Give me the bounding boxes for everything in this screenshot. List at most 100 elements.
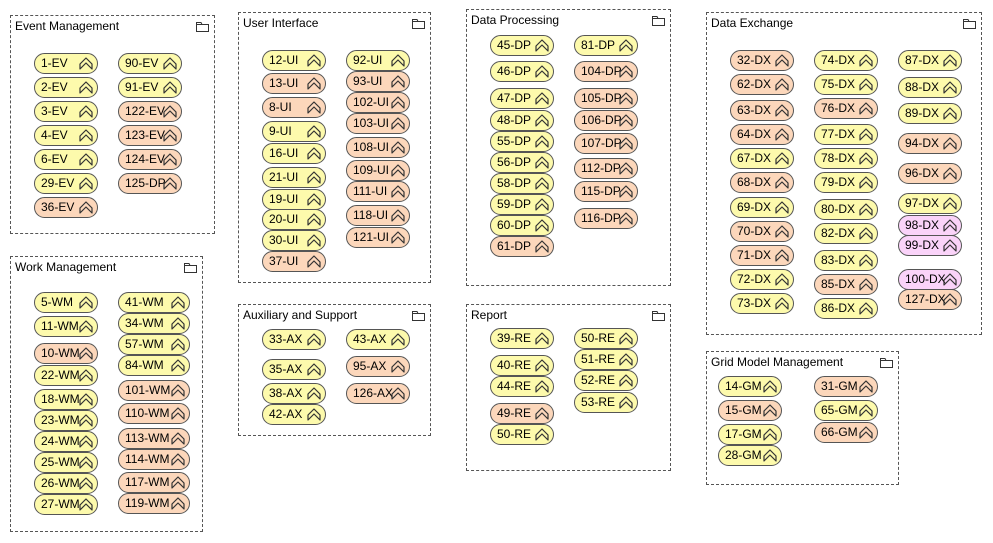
usecase-wm-3[interactable]: 22-WM <box>34 365 98 386</box>
usecase-ev-0[interactable]: 1-EV <box>34 53 98 74</box>
usecase-dx-30[interactable]: 100-DX <box>898 269 962 290</box>
usecase-ev-5[interactable]: 29-EV <box>34 173 98 194</box>
usecase-ev-3[interactable]: 4-EV <box>34 125 98 146</box>
usecase-dx-15[interactable]: 78-DX <box>814 148 878 169</box>
usecase-ax-3[interactable]: 42-AX <box>262 404 326 425</box>
usecase-wm-7[interactable]: 25-WM <box>34 452 98 473</box>
usecase-wm-12[interactable]: 57-WM <box>118 334 190 355</box>
usecase-dx-8[interactable]: 71-DX <box>730 245 794 266</box>
usecase-dp-15[interactable]: 112-DP <box>574 158 638 179</box>
usecase-dx-3[interactable]: 64-DX <box>730 124 794 145</box>
usecase-wm-9[interactable]: 27-WM <box>34 494 98 515</box>
usecase-ev-4[interactable]: 6-EV <box>34 149 98 170</box>
usecase-gm-3[interactable]: 28-GM <box>718 445 782 466</box>
usecase-dx-28[interactable]: 98-DX <box>898 215 962 236</box>
usecase-dp-12[interactable]: 105-DP <box>574 88 638 109</box>
usecase-ui-8[interactable]: 30-UI <box>262 230 326 251</box>
usecase-dx-24[interactable]: 89-DX <box>898 103 962 124</box>
usecase-ax-4[interactable]: 43-AX <box>346 329 410 350</box>
usecase-dx-23[interactable]: 88-DX <box>898 77 962 98</box>
usecase-ax-6[interactable]: 126-AX <box>346 383 410 404</box>
usecase-dx-22[interactable]: 87-DX <box>898 50 962 71</box>
usecase-dx-25[interactable]: 94-DX <box>898 133 962 154</box>
usecase-dx-26[interactable]: 96-DX <box>898 163 962 184</box>
usecase-dp-4[interactable]: 55-DP <box>490 131 554 152</box>
usecase-ev-7[interactable]: 90-EV <box>118 53 182 74</box>
usecase-ui-3[interactable]: 9-UI <box>262 121 326 142</box>
usecase-wm-11[interactable]: 34-WM <box>118 313 190 334</box>
usecase-dx-16[interactable]: 79-DX <box>814 172 878 193</box>
usecase-ui-7[interactable]: 20-UI <box>262 209 326 230</box>
usecase-wm-2[interactable]: 10-WM <box>34 343 98 364</box>
usecase-ui-18[interactable]: 121-UI <box>346 227 410 248</box>
usecase-dx-2[interactable]: 63-DX <box>730 100 794 121</box>
usecase-dx-0[interactable]: 32-DX <box>730 50 794 71</box>
usecase-dx-4[interactable]: 67-DX <box>730 148 794 169</box>
usecase-ev-10[interactable]: 123-EV <box>118 125 182 146</box>
usecase-ui-2[interactable]: 8-UI <box>262 97 326 118</box>
usecase-dx-14[interactable]: 77-DX <box>814 124 878 145</box>
usecase-dp-11[interactable]: 104-DP <box>574 61 638 82</box>
usecase-dx-29[interactable]: 99-DX <box>898 235 962 256</box>
usecase-re-1[interactable]: 40-RE <box>490 355 554 376</box>
usecase-dx-7[interactable]: 70-DX <box>730 221 794 242</box>
usecase-ev-8[interactable]: 91-EV <box>118 77 182 98</box>
usecase-dx-13[interactable]: 76-DX <box>814 98 878 119</box>
usecase-dp-10[interactable]: 81-DP <box>574 35 638 56</box>
usecase-dp-14[interactable]: 107-DP <box>574 133 638 154</box>
usecase-dx-11[interactable]: 74-DX <box>814 50 878 71</box>
usecase-dx-21[interactable]: 86-DX <box>814 298 878 319</box>
usecase-gm-0[interactable]: 14-GM <box>718 376 782 397</box>
usecase-dp-17[interactable]: 116-DP <box>574 208 638 229</box>
usecase-ui-4[interactable]: 16-UI <box>262 143 326 164</box>
usecase-dx-6[interactable]: 69-DX <box>730 197 794 218</box>
usecase-gm-2[interactable]: 17-GM <box>718 424 782 445</box>
usecase-dx-12[interactable]: 75-DX <box>814 74 878 95</box>
usecase-wm-1[interactable]: 11-WM <box>34 316 98 337</box>
usecase-dp-13[interactable]: 106-DP <box>574 110 638 131</box>
usecase-dp-5[interactable]: 56-DP <box>490 152 554 173</box>
usecase-re-4[interactable]: 50-RE <box>574 328 638 349</box>
usecase-ev-6[interactable]: 36-EV <box>34 197 98 218</box>
usecase-ui-14[interactable]: 108-UI <box>346 137 410 158</box>
usecase-gm-4[interactable]: 31-GM <box>814 376 878 397</box>
usecase-dp-16[interactable]: 115-DP <box>574 181 638 202</box>
usecase-wm-14[interactable]: 101-WM <box>118 380 190 401</box>
usecase-ev-12[interactable]: 125-DP <box>118 173 182 194</box>
usecase-dp-2[interactable]: 47-DP <box>490 88 554 109</box>
usecase-wm-0[interactable]: 5-WM <box>34 292 98 313</box>
usecase-wm-18[interactable]: 117-WM <box>118 472 190 493</box>
usecase-dp-7[interactable]: 59-DP <box>490 194 554 215</box>
usecase-dx-5[interactable]: 68-DX <box>730 172 794 193</box>
usecase-ev-1[interactable]: 2-EV <box>34 77 98 98</box>
usecase-dx-10[interactable]: 73-DX <box>730 293 794 314</box>
usecase-dp-0[interactable]: 45-DP <box>490 35 554 56</box>
usecase-ui-16[interactable]: 111-UI <box>346 181 410 202</box>
usecase-wm-15[interactable]: 110-WM <box>118 403 190 424</box>
usecase-dp-6[interactable]: 58-DP <box>490 173 554 194</box>
usecase-wm-6[interactable]: 24-WM <box>34 431 98 452</box>
usecase-ui-6[interactable]: 19-UI <box>262 189 326 210</box>
usecase-ui-11[interactable]: 93-UI <box>346 71 410 92</box>
usecase-ui-5[interactable]: 21-UI <box>262 167 326 188</box>
usecase-re-6[interactable]: 52-RE <box>574 370 638 391</box>
usecase-wm-19[interactable]: 119-WM <box>118 493 190 514</box>
usecase-ui-12[interactable]: 102-UI <box>346 92 410 113</box>
usecase-ui-9[interactable]: 37-UI <box>262 251 326 272</box>
usecase-ui-1[interactable]: 13-UI <box>262 73 326 94</box>
usecase-re-2[interactable]: 44-RE <box>490 376 554 397</box>
usecase-ev-9[interactable]: 122-EV <box>118 101 182 122</box>
usecase-ui-17[interactable]: 118-UI <box>346 205 410 226</box>
usecase-ev-11[interactable]: 124-EV <box>118 149 182 170</box>
usecase-ui-10[interactable]: 92-UI <box>346 50 410 71</box>
usecase-dx-18[interactable]: 82-DX <box>814 223 878 244</box>
usecase-dp-8[interactable]: 60-DP <box>490 215 554 236</box>
usecase-dx-31[interactable]: 127-DX <box>898 289 962 310</box>
usecase-dx-9[interactable]: 72-DX <box>730 269 794 290</box>
usecase-dx-20[interactable]: 85-DX <box>814 274 878 295</box>
usecase-dx-19[interactable]: 83-DX <box>814 250 878 271</box>
usecase-re-4[interactable]: 50-RE <box>490 424 554 445</box>
usecase-ax-5[interactable]: 95-AX <box>346 356 410 377</box>
usecase-ax-1[interactable]: 35-AX <box>262 359 326 380</box>
usecase-dp-9[interactable]: 61-DP <box>490 236 554 257</box>
